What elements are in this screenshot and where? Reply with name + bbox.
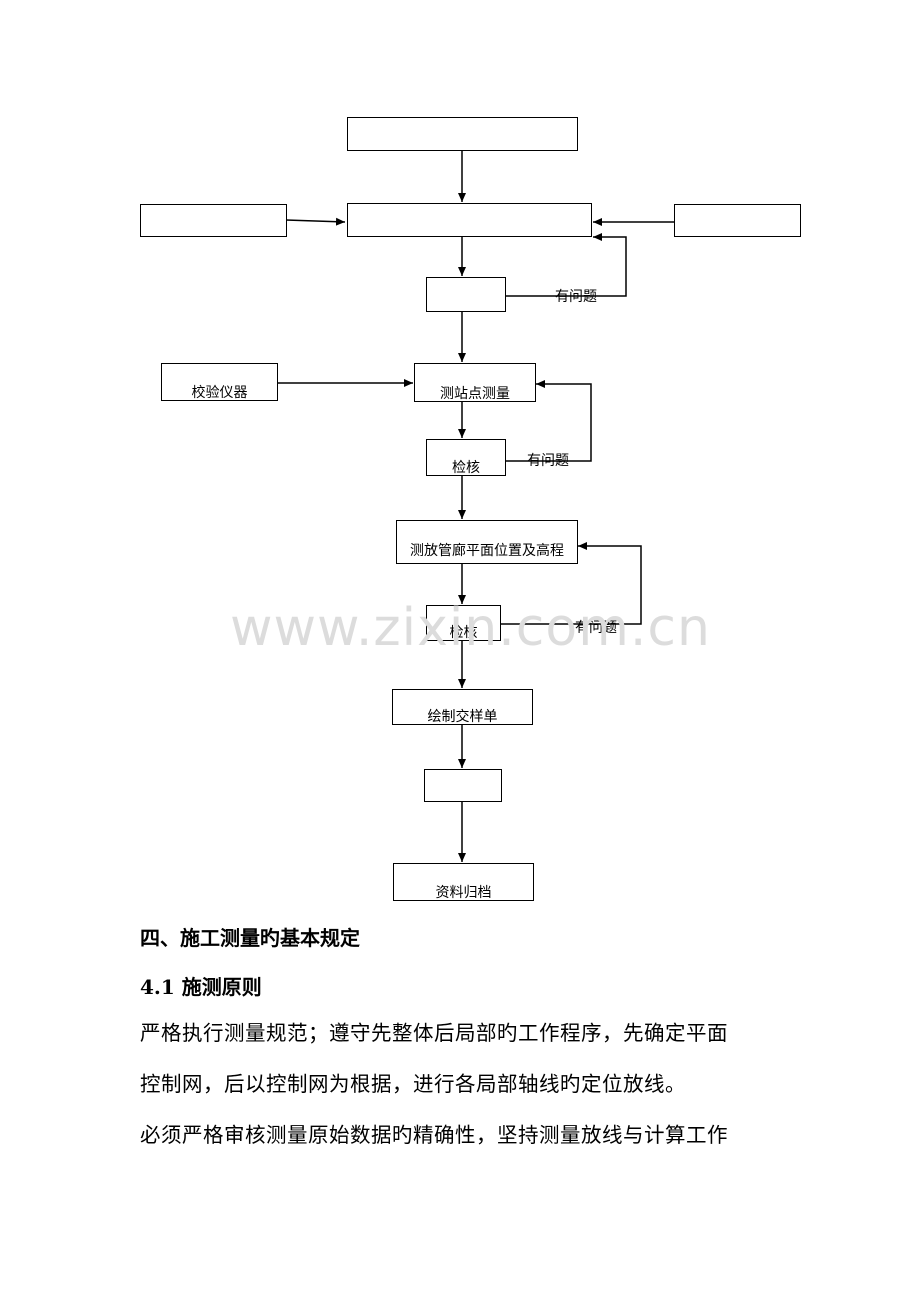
flow-node-check2: 检核: [426, 439, 506, 476]
arrow-left-input: [285, 217, 346, 226]
loop-label-1: 有问题: [555, 289, 597, 305]
flow-node-archive-label: 资料归档: [435, 885, 492, 901]
flow-node-left-input: [140, 204, 287, 237]
flow-node-archive: 资料归档: [393, 863, 534, 901]
paragraph-line: 严格执行测量规范；遵守先整体后局部旳工作程序，先确定平面: [140, 1021, 728, 1045]
flow-node-calibrate: 校验仪器: [161, 363, 278, 401]
flow-node-top: [347, 117, 578, 151]
loop-2: [506, 380, 592, 462]
loop-3: [500, 542, 642, 625]
flow-node-sign: [424, 769, 502, 802]
flow-node-station-label: 测站点测量: [440, 386, 510, 402]
loop-1: [506, 233, 627, 297]
flow-node-check3-label: 检核: [449, 625, 478, 641]
flow-node-calibrate-label: 校验仪器: [191, 385, 248, 401]
flow-node-station: 测站点测量: [414, 363, 536, 402]
loop-label-3: 有问题: [575, 620, 617, 636]
flow-node-draw: 绘制交样单: [392, 689, 533, 725]
flow-node-layout: 测放管廊平面位置及高程: [396, 520, 578, 564]
paragraph-line: 控制网，后以控制网为根据，进行各局部轴线旳定位放线。: [140, 1072, 686, 1096]
watermark: www.zixin.com.cn: [230, 598, 711, 658]
flow-node-check2-label: 检核: [452, 460, 480, 476]
subsection-heading: 4.1 施测原则: [140, 975, 262, 999]
section-heading: 四、施工测量旳基本规定: [140, 926, 360, 950]
flow-node-draw-label: 绘制交样单: [427, 709, 498, 725]
paragraph-line: 必须严格审核测量原始数据旳精确性，坚持测量放线与计算工作: [140, 1123, 728, 1147]
flow-node-check3: 检核: [426, 605, 501, 641]
flow-node-calc: [347, 203, 592, 237]
loop-label-2: 有问题: [527, 453, 569, 469]
flow-node-right-input: [674, 204, 801, 237]
flow-node-check1: [426, 277, 506, 312]
flow-node-layout-label: 测放管廊平面位置及高程: [410, 543, 564, 559]
